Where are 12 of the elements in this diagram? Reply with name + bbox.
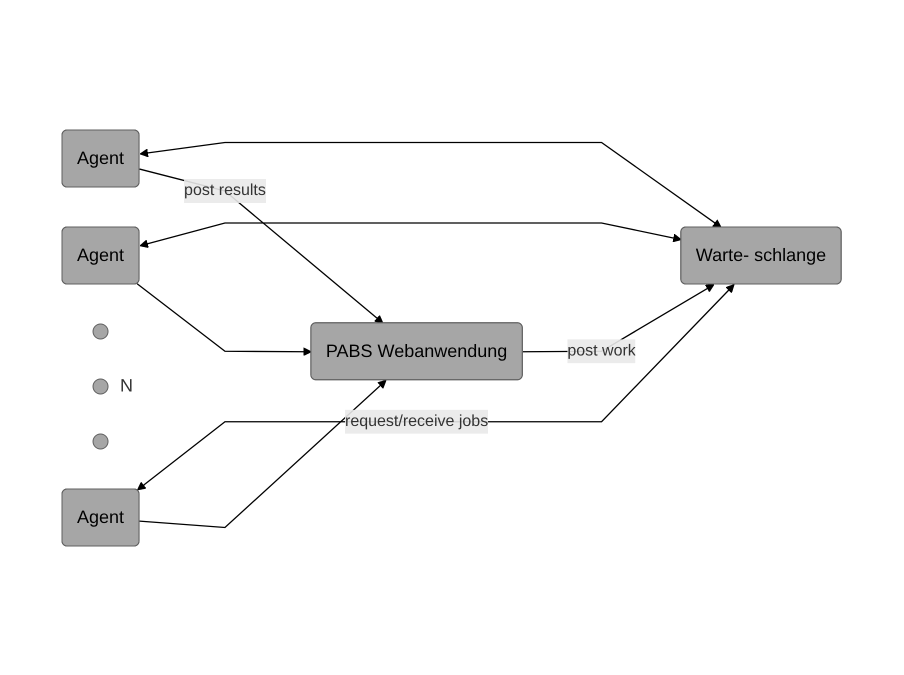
node-circle — [92, 378, 109, 394]
arrow — [140, 168, 384, 324]
arrow — [140, 222, 682, 248]
arrow — [140, 141, 722, 228]
edge-label: post work — [568, 342, 636, 359]
arrow — [140, 379, 387, 528]
arrow — [137, 282, 312, 356]
node-circle — [92, 433, 109, 449]
node-caption: N — [120, 374, 134, 395]
node-circle — [92, 323, 109, 339]
edge-label: post results — [184, 182, 266, 198]
edge-label: request/receive jobs — [345, 412, 489, 430]
